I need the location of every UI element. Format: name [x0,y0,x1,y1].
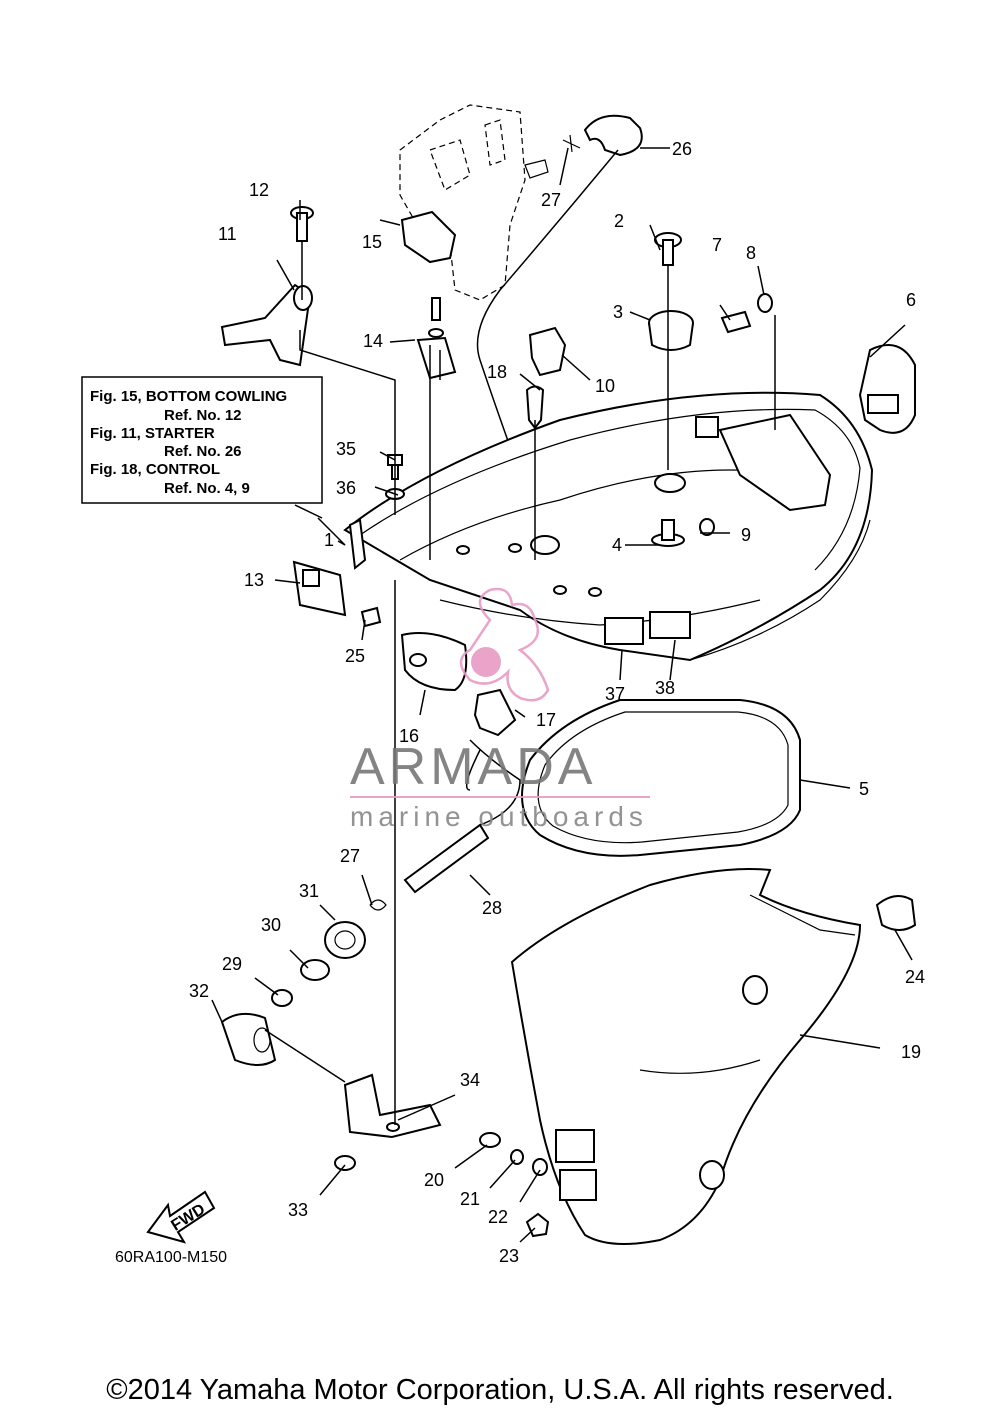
ref-line-6: Ref. No. 4, 9 [164,480,250,497]
part-label: 22 [488,1207,508,1227]
ref-line-3: Fig. 11, STARTER [90,425,215,442]
armada-logo-icon [459,587,550,702]
part-label: 26 [672,139,692,159]
part-label: 19 [901,1042,921,1062]
part-label: 21 [460,1189,480,1209]
part-label: 16 [399,726,419,746]
watermark-brand: ARMADA [350,738,596,796]
leader-lines [211,147,913,1243]
part-label: 27 [340,846,360,866]
drawing-code: 60RA100-M150 [115,1249,227,1266]
part-label: 24 [905,967,925,987]
part-label: 34 [460,1070,480,1090]
part-label: 18 [487,362,507,382]
part-label: 29 [222,954,242,974]
part-label: 10 [595,376,615,396]
part-label: 25 [345,646,365,666]
part-label: 17 [536,710,556,730]
part-label: 38 [655,678,675,698]
engine-outline [399,104,549,301]
part-label: 27 [541,190,561,210]
bottom-cowling [343,391,874,662]
part-label: 9 [741,525,751,545]
part-label: 28 [482,898,502,918]
ref-line-1: Fig. 15, BOTTOM COWLING [90,388,287,405]
armada-watermark: ARMADA marine outboards [350,587,650,832]
part-label: 37 [605,684,625,704]
part-label: 11 [218,224,237,244]
reference-box: Fig. 15, BOTTOM COWLING Ref. No. 12 Fig.… [81,376,346,546]
part-label: 3 [613,302,623,322]
copyright-notice: ©2014 Yamaha Motor Corporation, U.S.A. A… [106,1374,894,1406]
part-label: 14 [363,331,383,351]
part-label: 5 [859,779,869,799]
part-shapes [220,206,917,1245]
part-label: 23 [499,1246,519,1266]
part-label: 15 [362,232,382,252]
ref-line-2: Ref. No. 12 [164,407,242,424]
part-label: 12 [249,180,269,200]
part-label: 32 [189,981,209,1001]
watermark-tagline: marine outboards [350,801,648,832]
part-label: 4 [612,535,622,555]
part-label: 30 [261,915,281,935]
part-label: 1 [324,530,334,550]
part-label: 13 [244,570,264,590]
part-label: 6 [906,290,916,310]
part-label: 31 [299,881,319,901]
part-label: 33 [288,1200,308,1220]
part-label: 36 [336,478,356,498]
part-label: 20 [424,1170,444,1190]
part-label: 2 [614,211,624,231]
fwd-arrow: FWD [146,1190,216,1244]
part-labels: 1 2 3 4 5 6 7 8 9 10 11 12 13 14 15 16 1… [189,139,925,1266]
ref-line-5: Fig. 18, CONTROL [90,461,220,478]
part-label: 8 [746,243,756,263]
ref-line-4: Ref. No. 26 [164,443,242,460]
part-label: 7 [712,235,722,255]
part-label: 35 [336,439,356,459]
